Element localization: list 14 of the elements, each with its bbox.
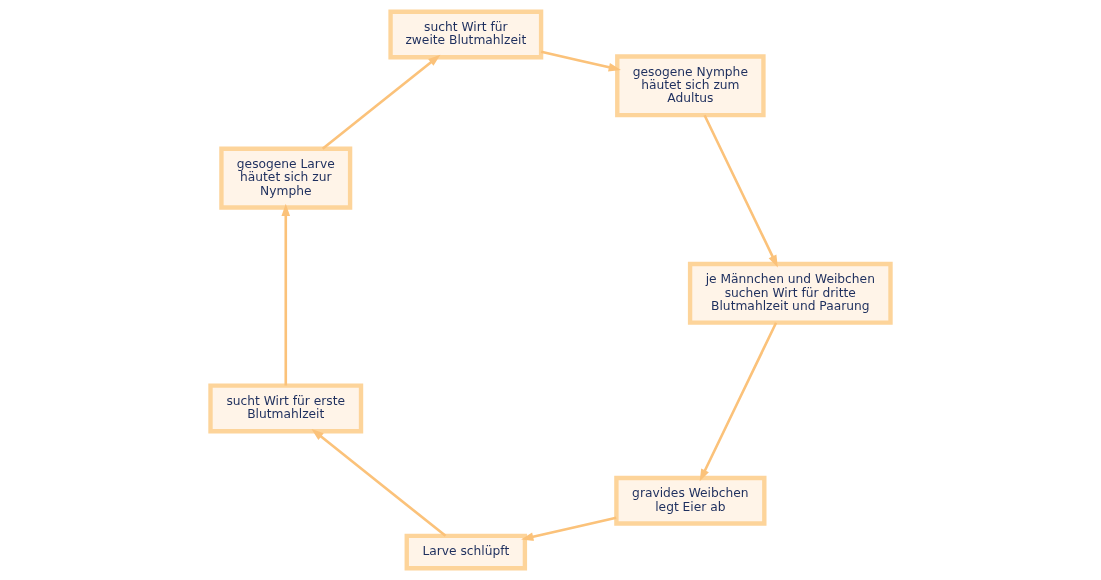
node-box: gravides Weibchen legt Eier ab bbox=[614, 475, 767, 526]
node-box: sucht Wirt für zweite Blutmahlzeit bbox=[388, 9, 544, 60]
arrow bbox=[699, 322, 778, 482]
arrow bbox=[321, 54, 441, 150]
arrow bbox=[703, 114, 778, 268]
arrow bbox=[521, 516, 617, 541]
node-box: gesogene Larve häutet sich zur Nymphe bbox=[219, 146, 353, 210]
arrow bbox=[281, 203, 291, 386]
node-box: gesogene Nymphe häutet sich zum Adultus bbox=[615, 54, 766, 118]
node-box: je Männchen und Weibchen suchen Wirt für dritte Blutmahlzeit und Paarung bbox=[687, 261, 893, 325]
arrow bbox=[540, 50, 621, 72]
arrow bbox=[311, 428, 447, 537]
node-box: Larve schlüpft bbox=[404, 533, 528, 571]
node-box: sucht Wirt für erste Blutmahlzeit bbox=[208, 383, 364, 434]
